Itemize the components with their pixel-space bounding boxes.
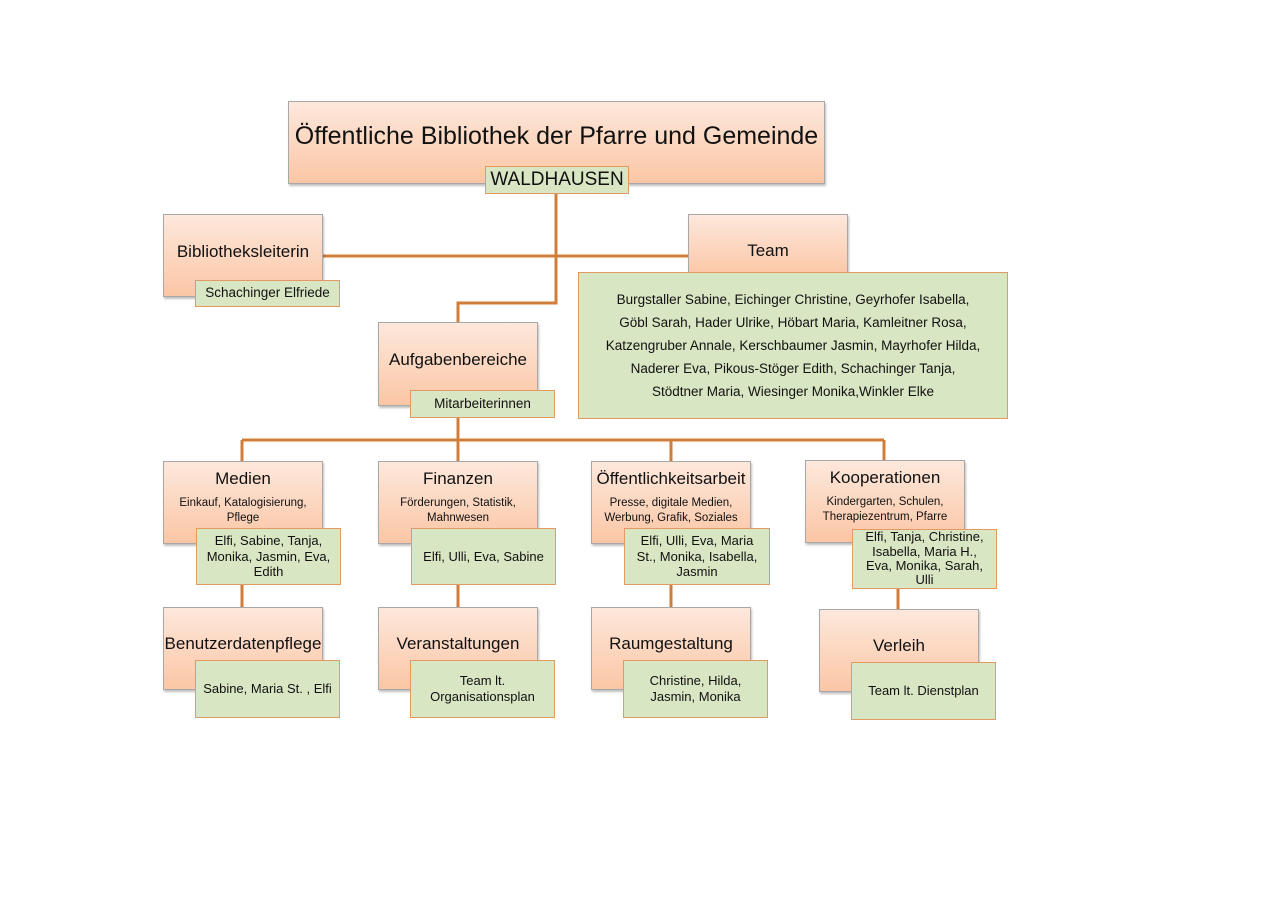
staff-line: Sabine, Maria St. , Elfi [203, 681, 332, 697]
subtitle-text: WALDHAUSEN [490, 168, 624, 190]
aufgaben-sub: Mitarbeiterinnen [434, 395, 531, 411]
team-member-line: Göbl Sarah, Hader Ulrike, Höbart Maria, … [619, 315, 967, 330]
connector-title-trunk [456, 194, 558, 322]
team-box: Team [688, 214, 848, 278]
leitung-label: Bibliotheksleiterin [176, 242, 310, 261]
aufgaben-label: Aufgabenbereiche [388, 350, 527, 369]
staff-line: Ulli [915, 572, 934, 588]
staff-line: Elfi, Ulli, Eva, Sabine [423, 548, 544, 564]
unterbereich-verleih-label: Verleih [873, 636, 925, 655]
bereich-finanzen-staff: Elfi, Ulli, Eva, Sabine [411, 528, 556, 585]
staff-line: Team lt. Dienstplan [868, 683, 979, 699]
team-member-line: Naderer Eva, Pikous-Stöger Edith, Schach… [630, 361, 956, 376]
bereich-oeffentlichkeit-label: Öffentlichkeitsarbeit [596, 469, 746, 488]
subtitle-label: WALDHAUSEN [485, 166, 629, 194]
staff-line: Edith [253, 564, 284, 580]
staff-line: St., Monika, Isabella, [636, 548, 758, 564]
bereich-finanzen-desc: Mahnwesen [426, 511, 489, 524]
staff-line: Isabella, Maria H., [872, 543, 977, 559]
staff-line: Organisationsplan [430, 689, 535, 704]
team-member-line: Katzengruber Annale, Kerschbaumer Jasmin… [605, 338, 981, 353]
unterbereich-raum-label: Raumgestaltung [609, 634, 733, 653]
aufgaben-sub-box: Mitarbeiterinnen [410, 390, 555, 418]
team-member-line: Stödtner Maria, Wiesinger Monika,Winkler… [651, 384, 935, 399]
staff-line: Monika, Jasmin, Eva, [206, 548, 331, 564]
staff-line: Jasmin [676, 564, 718, 580]
unterbereich-benutzer-label: Benutzerdatenpflege [164, 634, 322, 653]
staff-line: Elfi, Ulli, Eva, Maria [640, 533, 754, 549]
bereich-kooperationen-desc: Therapiezentrum, Pfarre [822, 510, 948, 523]
bereich-medien-label: Medien [215, 469, 271, 488]
org-title: Öffentliche Bibliothek der Pfarre und Ge… [294, 122, 819, 150]
staff-line: Team lt. [459, 673, 506, 689]
bereich-oeffentlichkeit-staff: Elfi, Ulli, Eva, Maria St., Monika, Isab… [624, 528, 770, 585]
staff-line: Christine, Hilda, [649, 673, 742, 689]
unterbereich-benutzer-staff: Sabine, Maria St. , Elfi [195, 660, 340, 718]
staff-line: Elfi, Sabine, Tanja, [214, 533, 323, 549]
bereich-medien-staff: Elfi, Sabine, Tanja, Monika, Jasmin, Eva… [196, 528, 341, 585]
bereich-medien-desc: Einkauf, Katalogisierung, [179, 497, 307, 509]
team-label: Team [747, 241, 789, 260]
unterbereich-veranstaltungen-label: Veranstaltungen [396, 634, 520, 653]
staff-line: Eva, Monika, Sarah, [865, 558, 984, 573]
unterbereich-raum-staff: Christine, Hilda, Jasmin, Monika [623, 660, 768, 718]
staff-line: Elfi, Tanja, Christine, [865, 529, 984, 545]
bereich-kooperationen-label: Kooperationen [829, 468, 941, 487]
unterbereich-verleih-staff: Team lt. Dienstplan [851, 662, 996, 720]
bereich-kooperationen-desc: Kindergarten, Schulen, [826, 496, 944, 508]
bereich-finanzen-label: Finanzen [423, 469, 493, 488]
staff-line: Jasmin, Monika [650, 689, 741, 704]
bereich-oeffentlichkeit-desc: Presse, digitale Medien, [609, 497, 733, 509]
bereich-medien-desc: Pflege [226, 511, 260, 524]
team-member-line: Burgstaller Sabine, Eichinger Christine,… [616, 292, 970, 307]
bereich-finanzen-desc: Förderungen, Statistik, [400, 497, 516, 509]
leitung-person: Schachinger Elfriede [205, 285, 330, 301]
leitung-person-box: Schachinger Elfriede [195, 280, 340, 307]
bereich-oeffentlichkeit-desc: Werbung, Grafik, Soziales [604, 511, 738, 524]
bereich-kooperationen-staff: Elfi, Tanja, Christine, Isabella, Maria … [852, 529, 997, 589]
team-members-box: Burgstaller Sabine, Eichinger Christine,… [578, 272, 1008, 419]
unterbereich-veranstaltungen-staff: Team lt. Organisationsplan [410, 660, 555, 718]
